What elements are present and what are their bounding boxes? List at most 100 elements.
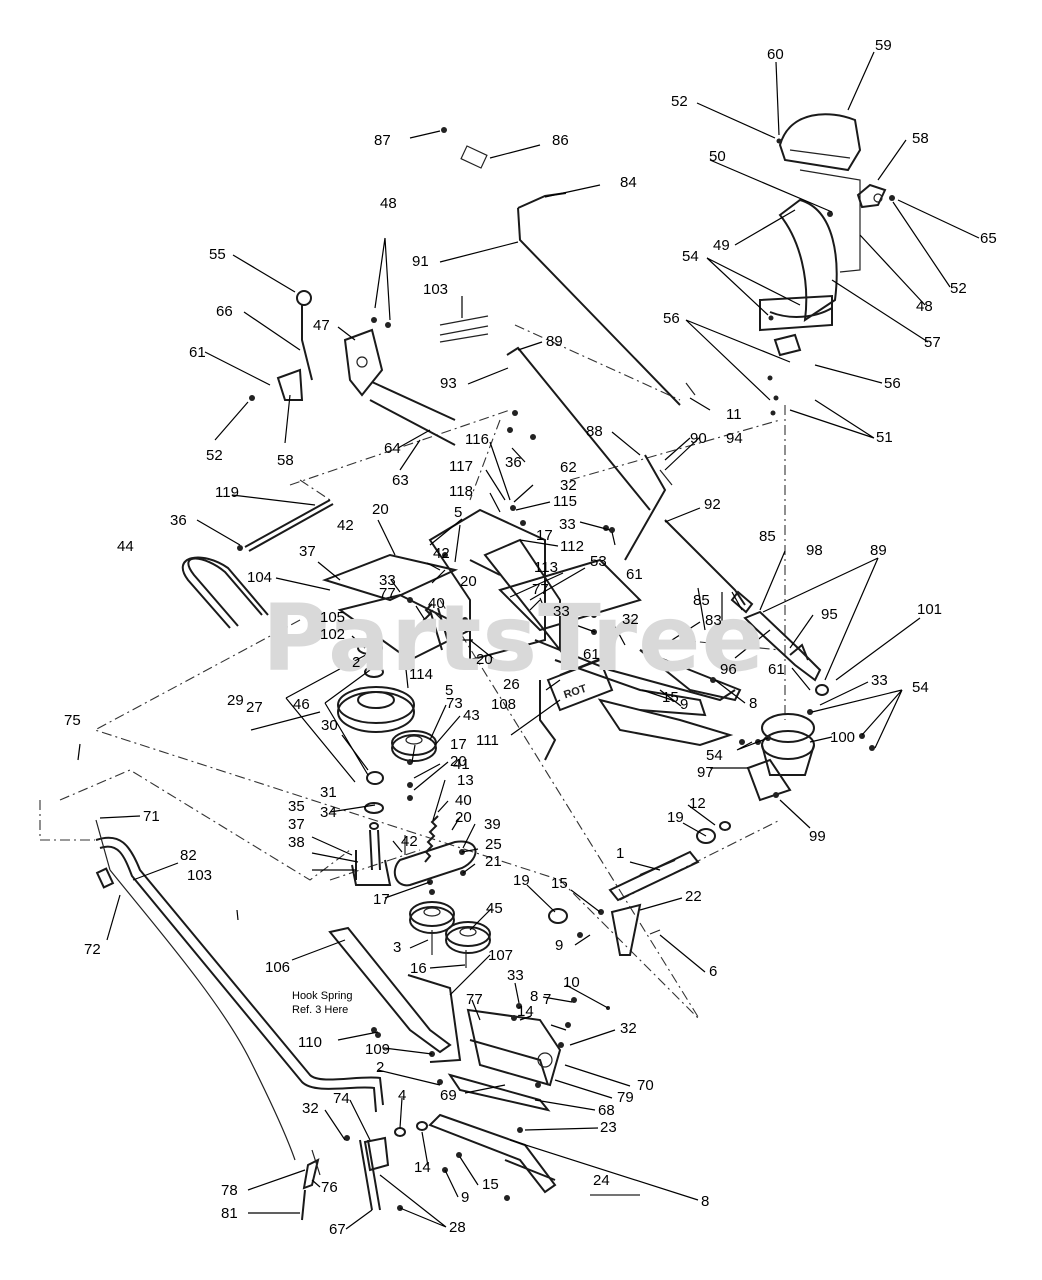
- callout-83: 83: [705, 612, 722, 629]
- callout-99: 99: [809, 828, 826, 845]
- spring-13: [424, 815, 439, 863]
- callout-42a: 42: [337, 517, 354, 534]
- callout-103: 103: [423, 281, 449, 298]
- idler-arm: [393, 840, 477, 887]
- shift-arm: [597, 649, 742, 747]
- callout-49: 49: [713, 237, 730, 254]
- callout-106: 106: [265, 959, 291, 976]
- callout-29: 29: [227, 692, 244, 709]
- callout-86: 86: [552, 132, 569, 149]
- shaft-bracket: [351, 829, 406, 886]
- callout-62: 62: [560, 459, 577, 476]
- callout-56a: 56: [663, 310, 680, 327]
- callout-17b: 17: [450, 736, 467, 753]
- callout-103b: 103: [187, 867, 213, 884]
- callout-12: 12: [689, 795, 706, 812]
- callout-48: 48: [380, 195, 397, 212]
- callout-52c: 52: [950, 280, 967, 297]
- watermark: PartsTree: [262, 585, 765, 692]
- callout-102: 102: [320, 626, 346, 643]
- callout-77b: 77: [532, 581, 549, 598]
- callout-16: 16: [410, 960, 427, 977]
- callout-98: 98: [806, 542, 823, 559]
- callout-45: 45: [486, 900, 503, 917]
- callout-114: 114: [409, 666, 433, 683]
- left-control-bracket: [276, 290, 456, 446]
- callout-111: 111: [476, 732, 499, 749]
- shift-rod-assembly: [439, 127, 696, 561]
- callout-23: 23: [600, 1119, 617, 1136]
- callout-9c: 9: [461, 1189, 470, 1206]
- callout-57: 57: [924, 334, 941, 351]
- callout-1: 1: [616, 845, 625, 862]
- hardware-fasteners: [237, 195, 895, 1211]
- callout-38: 38: [288, 834, 305, 851]
- callout-37a: 37: [299, 543, 316, 560]
- callout-37b: 37: [288, 816, 305, 833]
- callout-2b: 2: [376, 1059, 385, 1076]
- callout-10: 10: [563, 974, 580, 991]
- chute-deflector-59: [776, 113, 862, 172]
- callout-77c: 77: [466, 991, 483, 1008]
- callout-70: 70: [637, 1077, 654, 1094]
- callout-43: 43: [463, 707, 480, 724]
- callout-52: 52: [206, 447, 223, 464]
- callout-25: 25: [485, 836, 502, 853]
- handle-82: [95, 836, 384, 1211]
- callout-79: 79: [617, 1089, 634, 1106]
- callout-60: 60: [767, 46, 784, 63]
- chute-rotator-bracket: [743, 610, 829, 696]
- callout-20c: 20: [476, 651, 493, 668]
- callout-118: 118: [449, 483, 473, 500]
- callout-89: 89: [546, 333, 563, 350]
- callout-64: 64: [384, 440, 401, 457]
- callout-19a: 19: [667, 809, 684, 826]
- callout-24: 24: [593, 1172, 610, 1189]
- callout-108: 108: [491, 696, 517, 713]
- callout-32a: 32: [560, 477, 577, 494]
- callout-104: 104: [247, 569, 273, 586]
- callout-15c: 15: [482, 1176, 499, 1193]
- callout-101: 101: [917, 601, 943, 618]
- callout-109: 109: [365, 1041, 391, 1058]
- callout-33e: 33: [507, 967, 524, 984]
- callout-17a: 17: [536, 527, 553, 544]
- callout-7: 7: [543, 991, 552, 1008]
- callout-105: 105: [320, 609, 346, 626]
- callout-97: 97: [697, 764, 714, 781]
- callout-46: 46: [293, 696, 310, 713]
- callout-15b: 15: [551, 875, 568, 892]
- callout-67: 67: [329, 1221, 346, 1238]
- callout-42c: 42: [401, 833, 418, 850]
- callout-32d: 32: [302, 1100, 319, 1117]
- callout-113: 113: [534, 559, 558, 576]
- chute-57: [759, 169, 861, 357]
- callout-95: 95: [821, 606, 838, 623]
- callout-58b: 58: [912, 130, 929, 147]
- callout-61: 61: [189, 344, 206, 361]
- callout-42b: 42: [433, 545, 450, 562]
- callout-40b: 40: [455, 792, 472, 809]
- spring-40: [421, 603, 433, 631]
- callout-78: 78: [221, 1182, 238, 1199]
- u-handle-44: [181, 556, 269, 629]
- crank-rod-92: [664, 519, 754, 614]
- callout-5a: 5: [454, 504, 463, 521]
- callout-73: 73: [446, 695, 463, 712]
- callout-76: 76: [321, 1179, 338, 1196]
- callout-4: 4: [398, 1087, 407, 1104]
- callout-40a: 40: [428, 595, 445, 612]
- callout-30: 30: [321, 717, 338, 734]
- callout-32b: 32: [622, 611, 639, 628]
- callout-61c: 61: [583, 646, 600, 663]
- callout-14b: 14: [414, 1159, 431, 1176]
- callout-39: 39: [484, 816, 501, 833]
- callout-93: 93: [440, 375, 457, 392]
- callout-8b: 8: [530, 988, 539, 1005]
- callout-54c: 54: [682, 248, 699, 265]
- callout-71: 71: [143, 808, 160, 825]
- chute-base-ring: [746, 713, 815, 802]
- callout-21: 21: [485, 853, 502, 870]
- callout-20d: 20: [450, 753, 467, 770]
